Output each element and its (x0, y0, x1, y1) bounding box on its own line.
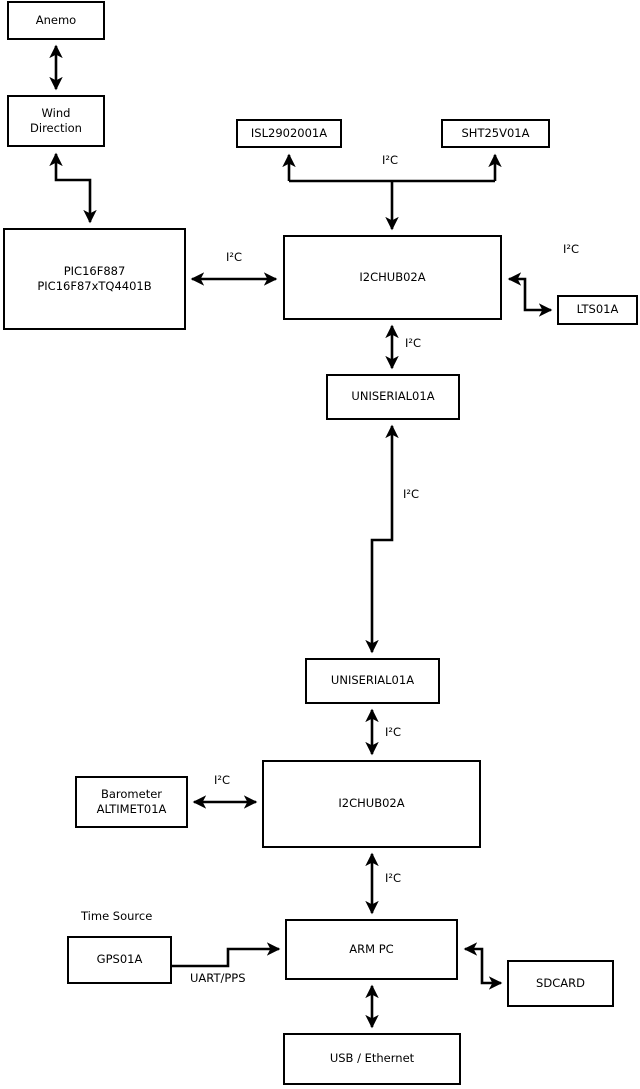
edge-label-uart-pps: UART/PPS (190, 971, 246, 985)
label-time-source: Time Source (81, 909, 153, 923)
edge-label-i2c-hub-armpc: I²C (385, 871, 402, 885)
node-anemo-label: Anemo (35, 12, 77, 27)
node-i2chub02a-bottom-label: I2CHUB02A (338, 796, 405, 811)
node-pic-mcu[interactable]: PIC16F887 PIC16F87xTQ4401B (3, 228, 186, 330)
node-uniserial01a-lower-label: UNISERIAL01A (330, 673, 415, 688)
edge-label-i2c-baro-hub: I²C (214, 773, 231, 787)
edge-label-i2c-pic-hub: I²C (226, 250, 243, 264)
node-uniserial01a-upper[interactable]: UNISERIAL01A (326, 374, 460, 420)
node-sht25v01a[interactable]: SHT25V01A (441, 119, 550, 148)
node-gps01a[interactable]: GPS01A (67, 936, 172, 984)
edge-hubtop-lts (507, 272, 553, 317)
node-lts01a-label: LTS01A (576, 302, 619, 317)
node-arm-pc[interactable]: ARM PC (285, 919, 458, 980)
node-anemo[interactable]: Anemo (7, 1, 105, 40)
node-isl2902001a[interactable]: ISL2902001A (236, 119, 342, 148)
edge-gps-armpc (172, 942, 281, 968)
node-isl2902001a-label: ISL2902001A (250, 125, 328, 140)
node-usb-ethernet[interactable]: USB / Ethernet (283, 1033, 461, 1085)
node-wind-direction[interactable]: Wind Direction (7, 95, 105, 147)
node-pic-mcu-label: PIC16F887 PIC16F87xTQ4401B (37, 263, 152, 293)
edge-uniserial1-down (365, 424, 399, 654)
node-wind-direction-label: Wind Direction (30, 105, 82, 135)
node-arm-pc-label: ARM PC (349, 941, 394, 956)
edge-label-i2c-uniserial-link: I²C (403, 487, 420, 501)
node-sdcard[interactable]: SDCARD (507, 960, 614, 1007)
edge-label-i2c-uniserial2-hub: I²C (385, 725, 402, 739)
edge-label-i2c-sensor-bus: I²C (382, 153, 399, 167)
node-sdcard-label: SDCARD (536, 975, 585, 990)
edge-label-i2c-hub-lts: I²C (563, 242, 580, 256)
node-sht25v01a-label: SHT25V01A (461, 125, 530, 140)
node-i2chub02a-top[interactable]: I2CHUB02A (283, 235, 502, 320)
node-i2chub02a-bottom[interactable]: I2CHUB02A (262, 760, 481, 848)
node-uniserial01a-lower[interactable]: UNISERIAL01A (305, 658, 440, 704)
edge-pic-wind (49, 152, 97, 224)
node-gps01a-label: GPS01A (96, 952, 143, 967)
node-i2chub02a-top-label: I2CHUB02A (359, 269, 426, 284)
edge-armpc-sdcard (463, 942, 503, 990)
node-barometer[interactable]: Barometer ALTIMET01A (75, 776, 188, 828)
edge-label-i2c-hub-uniserial: I²C (405, 336, 422, 350)
node-lts01a[interactable]: LTS01A (557, 295, 638, 325)
node-uniserial01a-upper-label: UNISERIAL01A (351, 389, 435, 404)
node-barometer-label: Barometer ALTIMET01A (96, 786, 167, 816)
node-usb-ethernet-label: USB / Ethernet (329, 1051, 415, 1066)
